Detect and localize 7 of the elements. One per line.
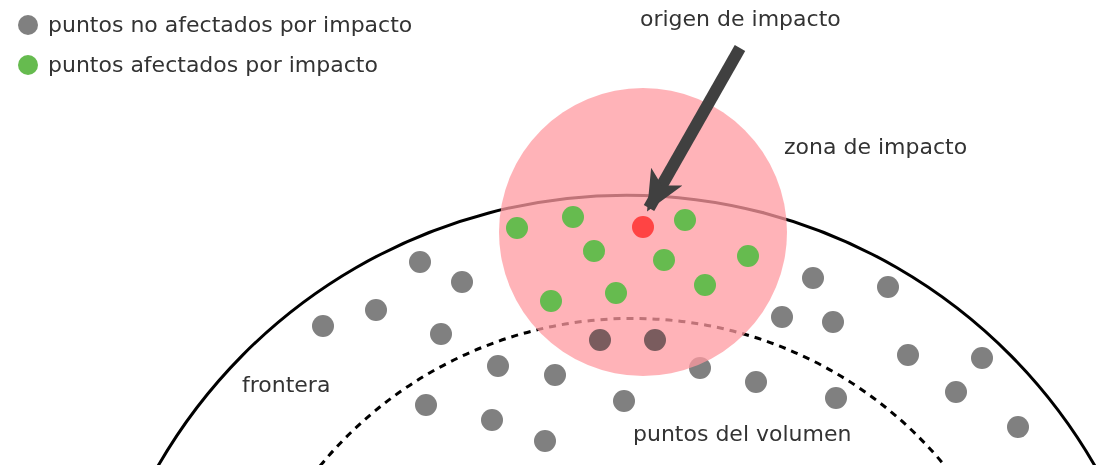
arrow (643, 45, 746, 212)
legend-text: puntos no afectados por impacto (48, 12, 413, 37)
boundary-label: frontera (242, 372, 331, 399)
volume-label: puntos del volumen (633, 421, 852, 448)
legend-text: puntos afectados por impacto (48, 52, 378, 77)
zone-label: zona de impacto (784, 134, 968, 161)
callout-text: origen de impacto (640, 6, 841, 33)
